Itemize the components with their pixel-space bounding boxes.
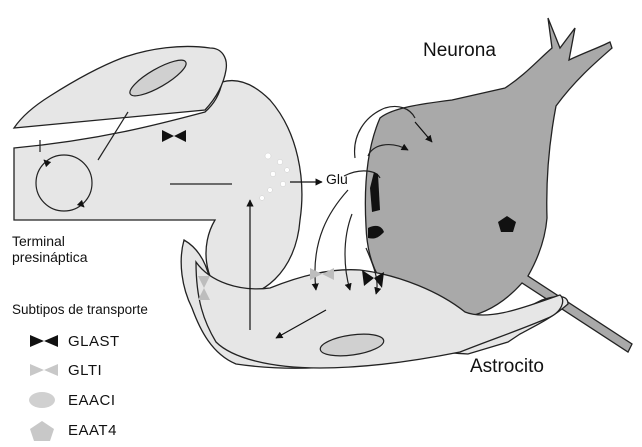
terminal-label-line2: presináptica xyxy=(12,249,88,265)
ellipse-icon xyxy=(28,390,62,410)
legend-item-eaaci: EAACI xyxy=(28,390,228,414)
legend-label-glast: GLAST xyxy=(68,333,120,350)
legend-item-glti: GLTI xyxy=(28,360,228,384)
presynaptic-terminal-label: Terminal presináptica xyxy=(12,233,88,265)
legend-item-eaat4: EAAT4 xyxy=(28,420,228,444)
neuron-label: Neurona xyxy=(423,40,496,62)
glutamate-label: Glu xyxy=(326,171,348,187)
pentagon-icon xyxy=(28,420,62,442)
legend-label-eaat4: EAAT4 xyxy=(68,422,117,439)
legend-label-eaaci: EAACI xyxy=(68,392,116,409)
legend-item-glast: GLAST xyxy=(28,331,228,355)
legend-label-glti: GLTI xyxy=(68,362,102,379)
astrocyte-label: Astrocito xyxy=(470,356,544,378)
legend-title: Subtipos de transporte xyxy=(12,302,148,318)
bowtie-dark-icon xyxy=(28,331,62,351)
terminal-label-line1: Terminal xyxy=(12,233,88,249)
bowtie-light-icon xyxy=(28,360,62,380)
